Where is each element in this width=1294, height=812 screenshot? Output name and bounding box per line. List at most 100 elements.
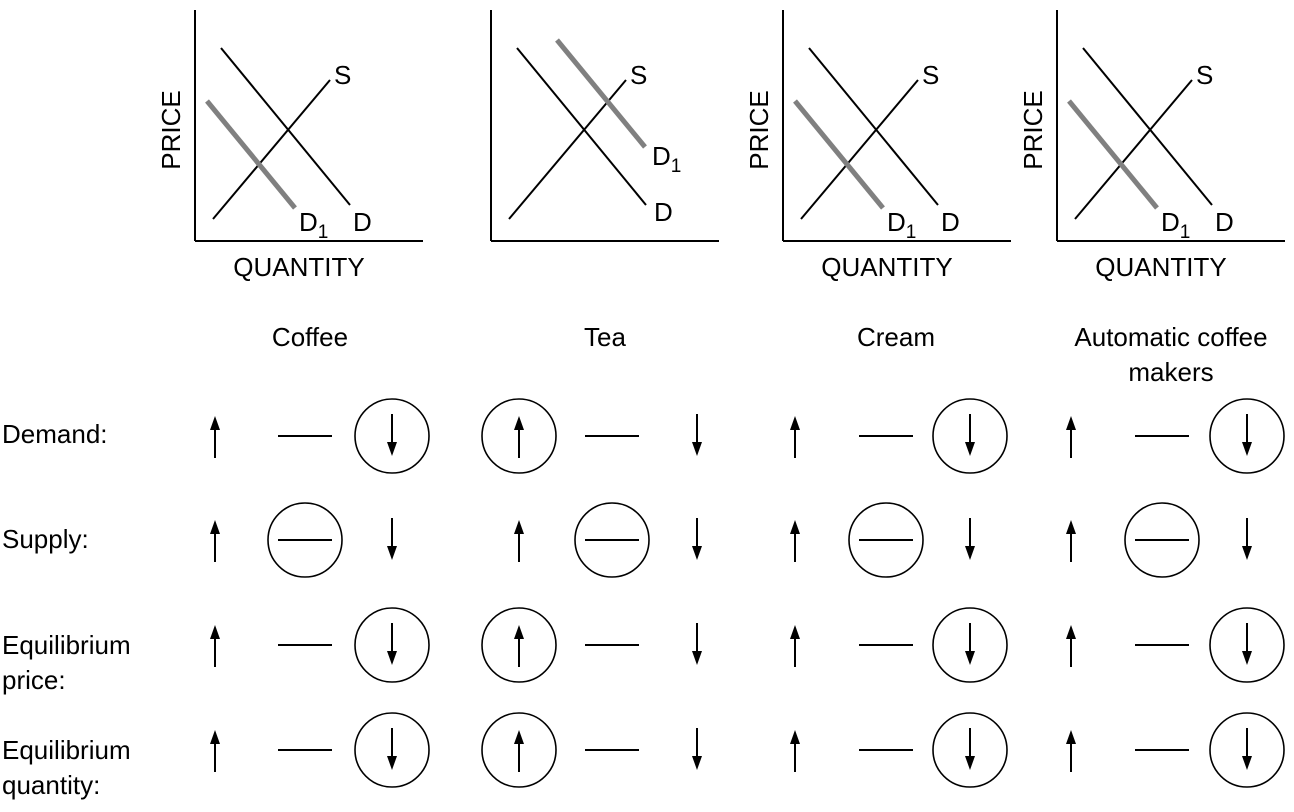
up-arrow-icon	[210, 730, 220, 772]
choice-cell	[1066, 398, 1285, 474]
shifted-demand-curve	[793, 99, 885, 210]
row-label-equilibrium-price: Equilibrium price:	[2, 630, 131, 695]
down-arrow-icon	[965, 623, 975, 665]
supply-curve	[1074, 79, 1193, 220]
supply-label: S	[334, 60, 351, 90]
selected-answer-circle	[1209, 398, 1285, 474]
down-arrow-icon	[1242, 728, 1252, 770]
selected-answer-circle	[932, 398, 1008, 474]
down-arrow-icon	[965, 414, 975, 456]
choice-cell	[210, 607, 430, 683]
supply-curve	[800, 79, 919, 220]
demand-curve	[808, 47, 939, 206]
up-arrow-icon	[210, 416, 220, 458]
down-arrow-icon	[1242, 623, 1252, 665]
column-header-coffee: Coffee	[271, 322, 349, 352]
selected-answer-circle	[354, 398, 430, 474]
y-axis-label: PRICE	[744, 90, 774, 169]
up-arrow-icon	[1066, 520, 1076, 562]
up-arrow-icon	[210, 520, 220, 562]
selected-answer-circle	[481, 712, 557, 788]
supply-label: S	[922, 60, 939, 90]
row-label-supply: Supply:	[2, 524, 89, 554]
demand-label: D	[654, 197, 673, 227]
market-graphs: SDD1PRICEQUANTITYSDD1SDD1PRICEQUANTITYSD…	[156, 10, 1285, 282]
selected-answer-circle	[481, 398, 557, 474]
choice-row-0	[210, 398, 1285, 474]
choice-row-3	[210, 712, 1285, 788]
demand-label: D	[941, 207, 960, 237]
row-label-demand: Demand:	[2, 419, 108, 449]
choice-cell	[790, 502, 975, 578]
choice-cell	[1066, 712, 1285, 788]
choice-cell	[1066, 502, 1252, 578]
down-arrow-icon	[387, 728, 397, 770]
choice-cell	[790, 712, 1008, 788]
selected-answer-circle	[267, 502, 343, 578]
shifted-demand-subscript: 1	[318, 222, 329, 243]
down-arrow-icon	[387, 623, 397, 665]
demand-label: D	[353, 207, 372, 237]
down-arrow-icon	[965, 728, 975, 770]
up-arrow-icon	[514, 730, 524, 772]
supply-label: S	[630, 60, 647, 90]
shifted-demand-subscript: 1	[906, 222, 917, 243]
up-arrow-icon	[790, 416, 800, 458]
demand-curve	[516, 47, 647, 206]
column-header-cream: Cream	[856, 322, 935, 352]
down-arrow-icon	[387, 518, 397, 560]
supply-curve	[212, 79, 331, 220]
selected-answer-circle	[354, 712, 430, 788]
shifted-demand-curve	[1067, 99, 1159, 210]
choice-cell	[790, 398, 1008, 474]
choice-cell	[210, 712, 430, 788]
selected-answer-circle	[354, 607, 430, 683]
column-header-automatic-coffee-makers: Automatic coffee makers	[1074, 322, 1268, 387]
choice-cell	[481, 398, 702, 474]
up-arrow-icon	[514, 416, 524, 458]
selected-answer-circle	[932, 607, 1008, 683]
choice-cell	[481, 607, 702, 683]
choice-row-2	[210, 607, 1285, 683]
selected-answer-circle	[1209, 607, 1285, 683]
choice-row-1	[210, 502, 1252, 578]
demand-curve	[220, 47, 351, 206]
choice-cell	[514, 502, 702, 578]
choice-cell	[1066, 607, 1285, 683]
y-axis-label: PRICE	[1018, 90, 1048, 169]
selected-answer-circle	[574, 502, 650, 578]
down-arrow-icon	[692, 414, 702, 456]
down-arrow-icon	[692, 728, 702, 770]
up-arrow-icon	[1066, 730, 1076, 772]
choice-cell	[210, 398, 430, 474]
up-arrow-icon	[1066, 416, 1076, 458]
up-arrow-icon	[790, 520, 800, 562]
selected-answer-circle	[481, 607, 557, 683]
up-arrow-icon	[790, 625, 800, 667]
down-arrow-icon	[387, 414, 397, 456]
demand-label: D	[1215, 207, 1234, 237]
y-axis-label: PRICE	[156, 90, 186, 169]
supply-label: S	[1196, 60, 1213, 90]
choice-cell	[481, 712, 702, 788]
x-axis-label: QUANTITY	[1095, 252, 1226, 282]
down-arrow-icon	[692, 623, 702, 665]
selected-answer-circle	[848, 502, 924, 578]
down-arrow-icon	[965, 518, 975, 560]
shifted-demand-curve	[205, 99, 297, 210]
selected-answer-circle	[932, 712, 1008, 788]
selected-answer-circle	[1124, 502, 1200, 578]
shifted-demand-subscript: 1	[671, 156, 682, 177]
up-arrow-icon	[210, 625, 220, 667]
up-arrow-icon	[514, 520, 524, 562]
x-axis-label: QUANTITY	[821, 252, 952, 282]
up-arrow-icon	[790, 730, 800, 772]
choice-cell	[790, 607, 1008, 683]
x-axis-label: QUANTITY	[233, 252, 364, 282]
up-arrow-icon	[514, 625, 524, 667]
down-arrow-icon	[692, 518, 702, 560]
